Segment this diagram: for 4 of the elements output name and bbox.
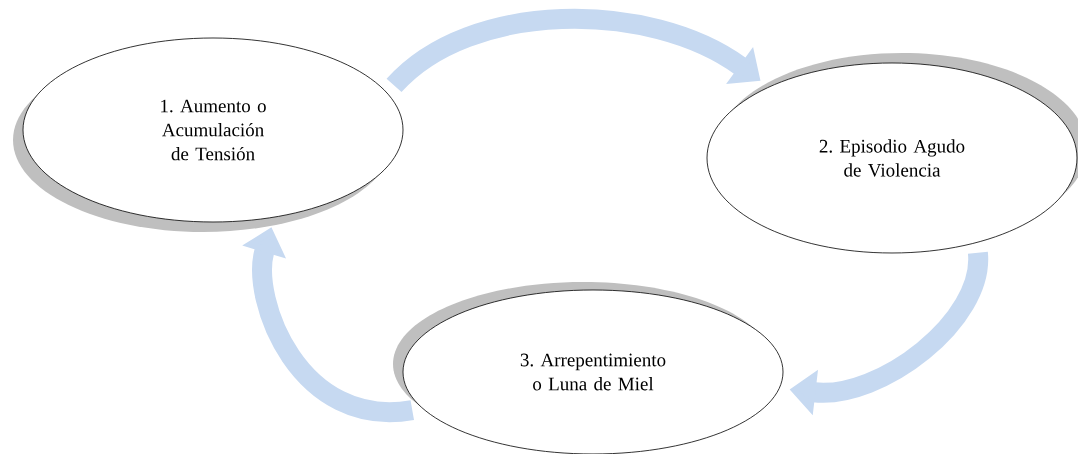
ellipse-node: 2. Episodio Agudo de Violencia [706,53,1078,254]
node-label: 3. Arrepentimiento o Luna de Miel [520,353,666,391]
ellipse-node: 3. Arrepentimiento o Luna de Miel [393,282,784,454]
ellipse-node: 1. Aumento o Acumulación de Tensión [13,37,404,232]
